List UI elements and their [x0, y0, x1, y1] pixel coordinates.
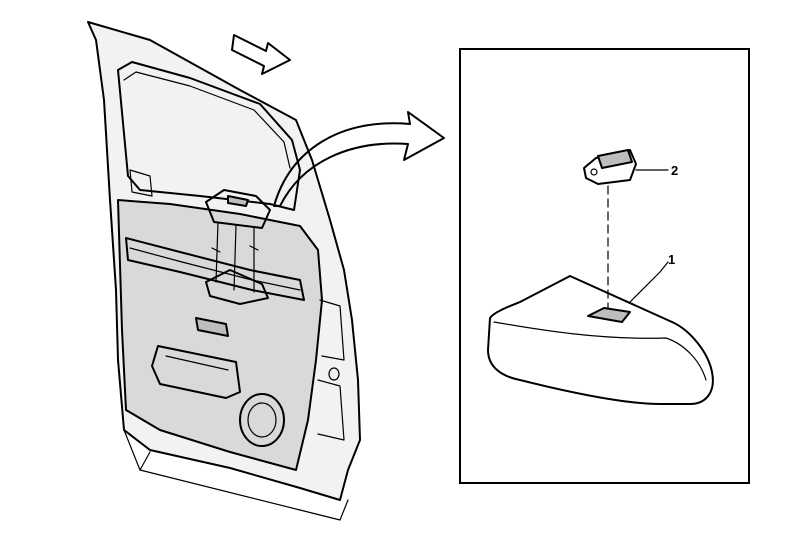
callout-1: 1: [629, 252, 675, 303]
curved-arrow-icon: [273, 111, 445, 207]
callout-2: 2: [635, 163, 678, 178]
callout-label-2: 2: [671, 163, 678, 178]
callout-label-1: 1: [668, 252, 675, 267]
detail-view-frame: [459, 48, 750, 484]
rear-door-assembly: [87, 21, 361, 521]
direction-arrow-icon: [231, 34, 291, 75]
armrest-removed-view: [205, 189, 271, 305]
armrest-bezel: [487, 275, 714, 405]
window-switch: [583, 149, 637, 185]
